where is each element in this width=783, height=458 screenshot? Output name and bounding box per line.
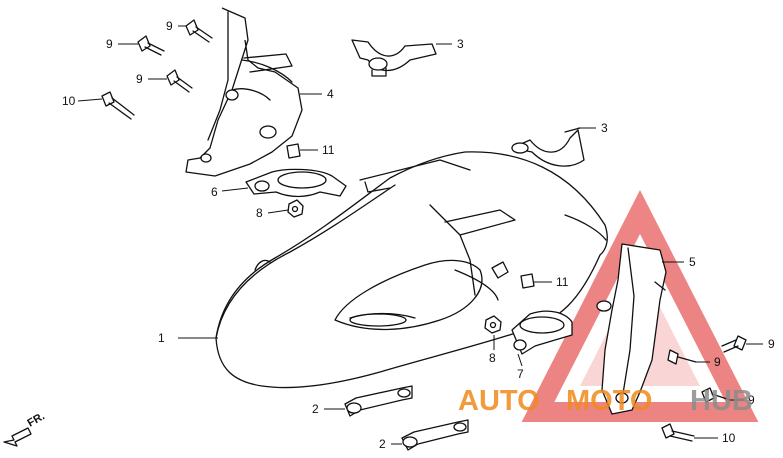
- fender-stay-right: [596, 243, 667, 415]
- callout-9-c: 9: [136, 72, 143, 86]
- fender-stay-left: [185, 7, 303, 177]
- watermark-text-moto: MOTO: [566, 385, 652, 417]
- clamp-6: [245, 168, 347, 198]
- bolt-9-d: [721, 335, 747, 353]
- fender-brace-upper: [344, 385, 413, 417]
- callout-6: 6: [211, 185, 218, 199]
- callout-9-b: 9: [106, 37, 113, 51]
- bolt-9-b: [137, 35, 165, 56]
- watermark-logo: AUTO MOTO HUB: [458, 385, 753, 417]
- callout-10-a: 10: [62, 94, 76, 108]
- front-direction-arrow-icon: FR.: [3, 410, 47, 447]
- callout-10-b: 10: [722, 431, 736, 445]
- callout-4: 4: [327, 87, 334, 101]
- watermark-text-auto: AUTO: [458, 385, 540, 417]
- callout-numbers: 1 2 2 3 3 4 5 6 7 8 8 9 9 9 9 9 9 10 10 …: [62, 19, 775, 451]
- callout-1: 1: [158, 331, 165, 345]
- callout-9-a: 9: [166, 19, 173, 33]
- bolt-10-a: [101, 91, 135, 120]
- bolt-9-c: [166, 69, 193, 93]
- callout-5: 5: [689, 255, 696, 269]
- callout-2-lower: 2: [379, 437, 386, 451]
- front-fender: [215, 151, 608, 389]
- front-direction-label: FR.: [26, 410, 47, 429]
- clip-11-upper: [286, 143, 301, 159]
- bolt-9-f: [701, 387, 731, 403]
- fender-brace-lower: [401, 419, 469, 451]
- callout-8-lower: 8: [489, 351, 496, 365]
- bolt-10-b: [661, 423, 695, 442]
- clamp-upper: [351, 39, 437, 77]
- nut-8-lower: [484, 315, 502, 334]
- bolt-9-a: [185, 19, 213, 43]
- bolt-9-e: [667, 349, 697, 365]
- callout-9-e: 9: [714, 355, 721, 369]
- callout-3-upper: 3: [457, 37, 464, 51]
- clip-11-lower: [520, 273, 535, 289]
- callout-11-upper: 11: [322, 143, 335, 157]
- callout-7: 7: [517, 367, 524, 381]
- nut-8-upper: [287, 199, 304, 218]
- callout-9-f: 9: [748, 393, 755, 407]
- callout-8-upper: 8: [256, 206, 263, 220]
- clamp-7: [511, 310, 573, 355]
- callout-3-right: 3: [601, 121, 608, 135]
- leader-lines: [77, 25, 763, 445]
- watermark-text-hub: HUB: [690, 385, 753, 417]
- callout-9-d: 9: [768, 337, 775, 351]
- clamp-right: [511, 127, 585, 167]
- callout-11-lower: 11: [556, 275, 569, 289]
- callout-2-upper: 2: [312, 402, 319, 416]
